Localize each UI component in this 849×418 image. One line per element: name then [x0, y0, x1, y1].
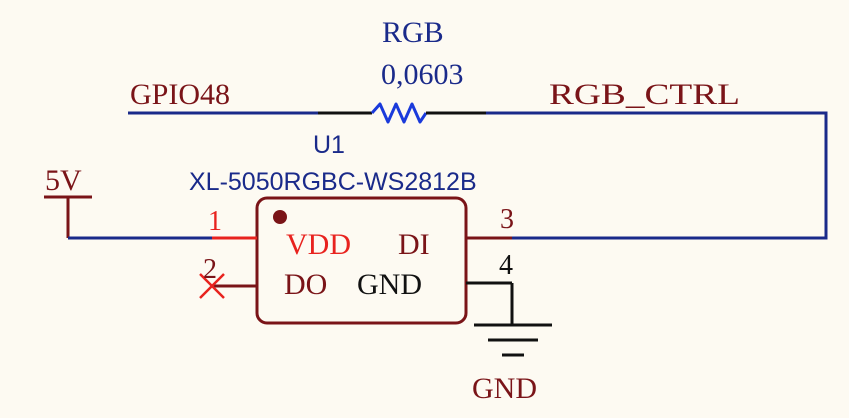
pin-4-name: GND	[357, 268, 422, 301]
pin-2-number: 2	[203, 254, 217, 285]
power-label-5v: 5V	[45, 164, 82, 197]
pin-3-name: DI	[398, 228, 430, 261]
pin-1-name: VDD	[286, 228, 351, 261]
ground-label: GND	[472, 372, 537, 405]
no-connect-x-b	[199, 273, 225, 299]
ic-body	[255, 196, 468, 325]
pin-4-number: 4	[499, 250, 513, 281]
pin-2-name: DO	[284, 268, 327, 301]
ic-designator: U1	[313, 131, 345, 159]
net-label-gpio48: GPIO48	[130, 78, 230, 111]
ic-part-number: XL-5050RGBC-WS2812B	[189, 168, 477, 196]
net-label-rgb-ctrl: RGB_CTRL	[549, 78, 740, 111]
resistor-value: 0,0603	[381, 58, 464, 91]
pin1-indicator-dot	[273, 210, 287, 224]
pin-3-number: 3	[500, 204, 514, 235]
resistor-body	[370, 102, 428, 124]
pin-1-number: 1	[208, 206, 222, 237]
wire-rgb-ctrl	[486, 111, 828, 240]
resistor-designator: RGB	[382, 16, 444, 49]
